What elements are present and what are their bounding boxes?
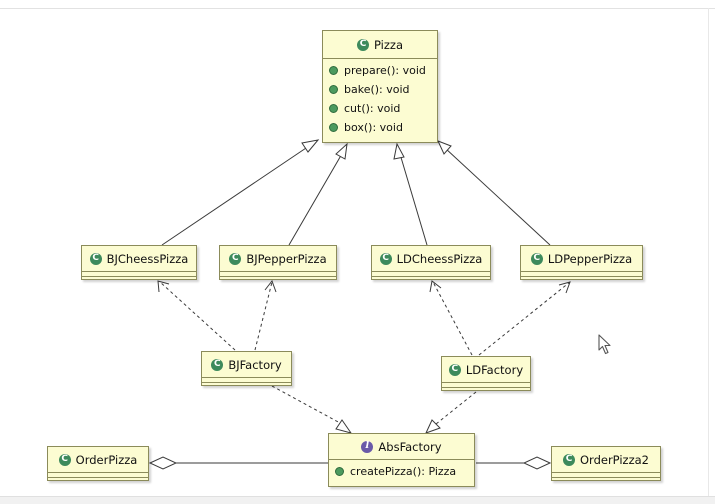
class-badge-icon: C — [89, 252, 102, 265]
public-method-icon — [335, 467, 344, 476]
class-header: C BJFactory — [202, 352, 291, 377]
generalization-bjcheesspizza-pizza — [161, 139, 320, 246]
operation-compartment — [82, 276, 196, 281]
class-header: C OrderPizza2 — [552, 447, 660, 472]
public-method-icon — [329, 85, 338, 94]
class-badge-icon: C — [448, 363, 461, 376]
attribute-compartment — [442, 382, 530, 387]
generalization-bjpepperpizza-pizza — [288, 142, 348, 246]
arrowhead-ldcheesspizza — [429, 280, 442, 293]
realization-ldfactory-absfactory — [435, 391, 477, 425]
class-name: BJPepperPizza — [246, 251, 327, 266]
attribute-compartment — [552, 472, 660, 477]
abstract-class-badge-icon: I — [361, 440, 374, 453]
dependency-ldfactory-ldpepperpizza — [478, 281, 571, 356]
class-header: C BJPepperPizza — [220, 246, 336, 271]
class-ldcheesspizza[interactable]: C LDCheessPizza — [371, 245, 491, 280]
dependency-bjfactory-bjcheesspizza — [159, 281, 236, 351]
class-name: LDFactory — [465, 362, 524, 377]
operation-compartment — [220, 276, 336, 281]
class-bjcheesspizza[interactable]: C BJCheessPizza — [81, 245, 197, 280]
arrowhead-bjpepperpizza — [264, 279, 277, 293]
mouse-cursor-icon — [598, 334, 611, 355]
attribute-compartment — [521, 271, 642, 276]
public-method-icon — [329, 123, 338, 132]
class-name: Pizza — [374, 37, 403, 52]
class-name: BJCheessPizza — [106, 251, 189, 266]
class-badge-icon: C — [530, 252, 543, 265]
class-header: C BJCheessPizza — [82, 246, 196, 271]
class-badge-icon: C — [563, 453, 575, 466]
class-name: LDPepperPizza — [547, 251, 633, 266]
class-badge-icon: C — [58, 453, 71, 466]
operation-compartment — [442, 387, 530, 392]
class-ldpepperpizza[interactable]: C LDPepperPizza — [520, 245, 643, 280]
class-badge-icon: C — [211, 358, 224, 371]
triangle-ldfactory-absfactory — [425, 419, 441, 434]
method-compartment: prepare(): void bake(): void cut(): void… — [323, 58, 437, 140]
class-ldfactory[interactable]: C LDFactory — [441, 356, 531, 391]
method-item[interactable]: createPizza(): Pizza — [335, 462, 474, 481]
canvas-top-border — [0, 8, 715, 9]
class-pizza[interactable]: C Pizza prepare(): void bake(): void cut… — [322, 30, 438, 143]
attribute-compartment — [82, 271, 196, 276]
class-bjpepperpizza[interactable]: C BJPepperPizza — [219, 245, 337, 280]
class-header: C Pizza — [323, 31, 437, 58]
class-header: C OrderPizza — [48, 447, 148, 472]
attribute-compartment — [48, 472, 148, 477]
class-header: C LDCheessPizza — [372, 246, 490, 271]
aggregation-orderpizza-absfactory — [148, 456, 328, 470]
attribute-compartment — [220, 271, 336, 276]
dependency-bjfactory-bjpepperpizza — [254, 281, 273, 351]
triangle-bjfactory-absfactory — [335, 419, 353, 434]
class-absfactory[interactable]: I AbsFactory createPizza(): Pizza — [328, 433, 475, 487]
class-header: C LDPepperPizza — [521, 246, 642, 271]
arrowhead-ldpepperpizza — [558, 281, 571, 294]
method-item[interactable]: cut(): void — [329, 99, 437, 118]
class-orderpizza2[interactable]: C OrderPizza2 — [551, 446, 661, 481]
canvas-bottom-strip — [0, 496, 715, 504]
operation-compartment — [521, 276, 642, 281]
class-bjfactory[interactable]: C BJFactory — [201, 351, 292, 386]
operation-compartment — [48, 477, 148, 482]
method-compartment: createPizza(): Pizza — [329, 459, 474, 484]
realization-bjfactory-absfactory — [271, 385, 341, 424]
class-name: BJFactory — [228, 357, 282, 372]
class-orderpizza[interactable]: C OrderPizza — [47, 446, 149, 481]
public-method-icon — [329, 104, 338, 113]
operation-compartment — [552, 477, 660, 482]
class-name: OrderPizza2 — [580, 452, 649, 467]
class-header: C LDFactory — [442, 357, 530, 382]
class-header: I AbsFactory — [329, 434, 474, 459]
generalization-ldcheesspizza-pizza — [393, 142, 428, 246]
class-badge-icon: C — [229, 252, 242, 265]
attribute-compartment — [202, 377, 291, 382]
canvas-right-border — [708, 8, 709, 496]
attribute-compartment — [372, 271, 490, 276]
generalization-ldpepperpizza-pizza — [437, 140, 551, 246]
arrowhead-bjcheesspizza — [157, 280, 170, 293]
class-name: AbsFactory — [378, 439, 442, 454]
class-name: OrderPizza — [75, 452, 138, 467]
public-method-icon — [329, 66, 338, 75]
method-item[interactable]: bake(): void — [329, 80, 437, 99]
aggregation-orderpizza2-absfactory — [476, 456, 552, 470]
operation-compartment — [372, 276, 490, 281]
operation-compartment — [202, 382, 291, 387]
dependency-ldfactory-ldcheesspizza — [432, 281, 473, 356]
class-badge-icon: C — [357, 38, 369, 51]
method-item[interactable]: box(): void — [329, 118, 437, 137]
class-name: LDCheessPizza — [396, 251, 483, 266]
method-item[interactable]: prepare(): void — [329, 61, 437, 80]
class-badge-icon: C — [379, 252, 392, 265]
